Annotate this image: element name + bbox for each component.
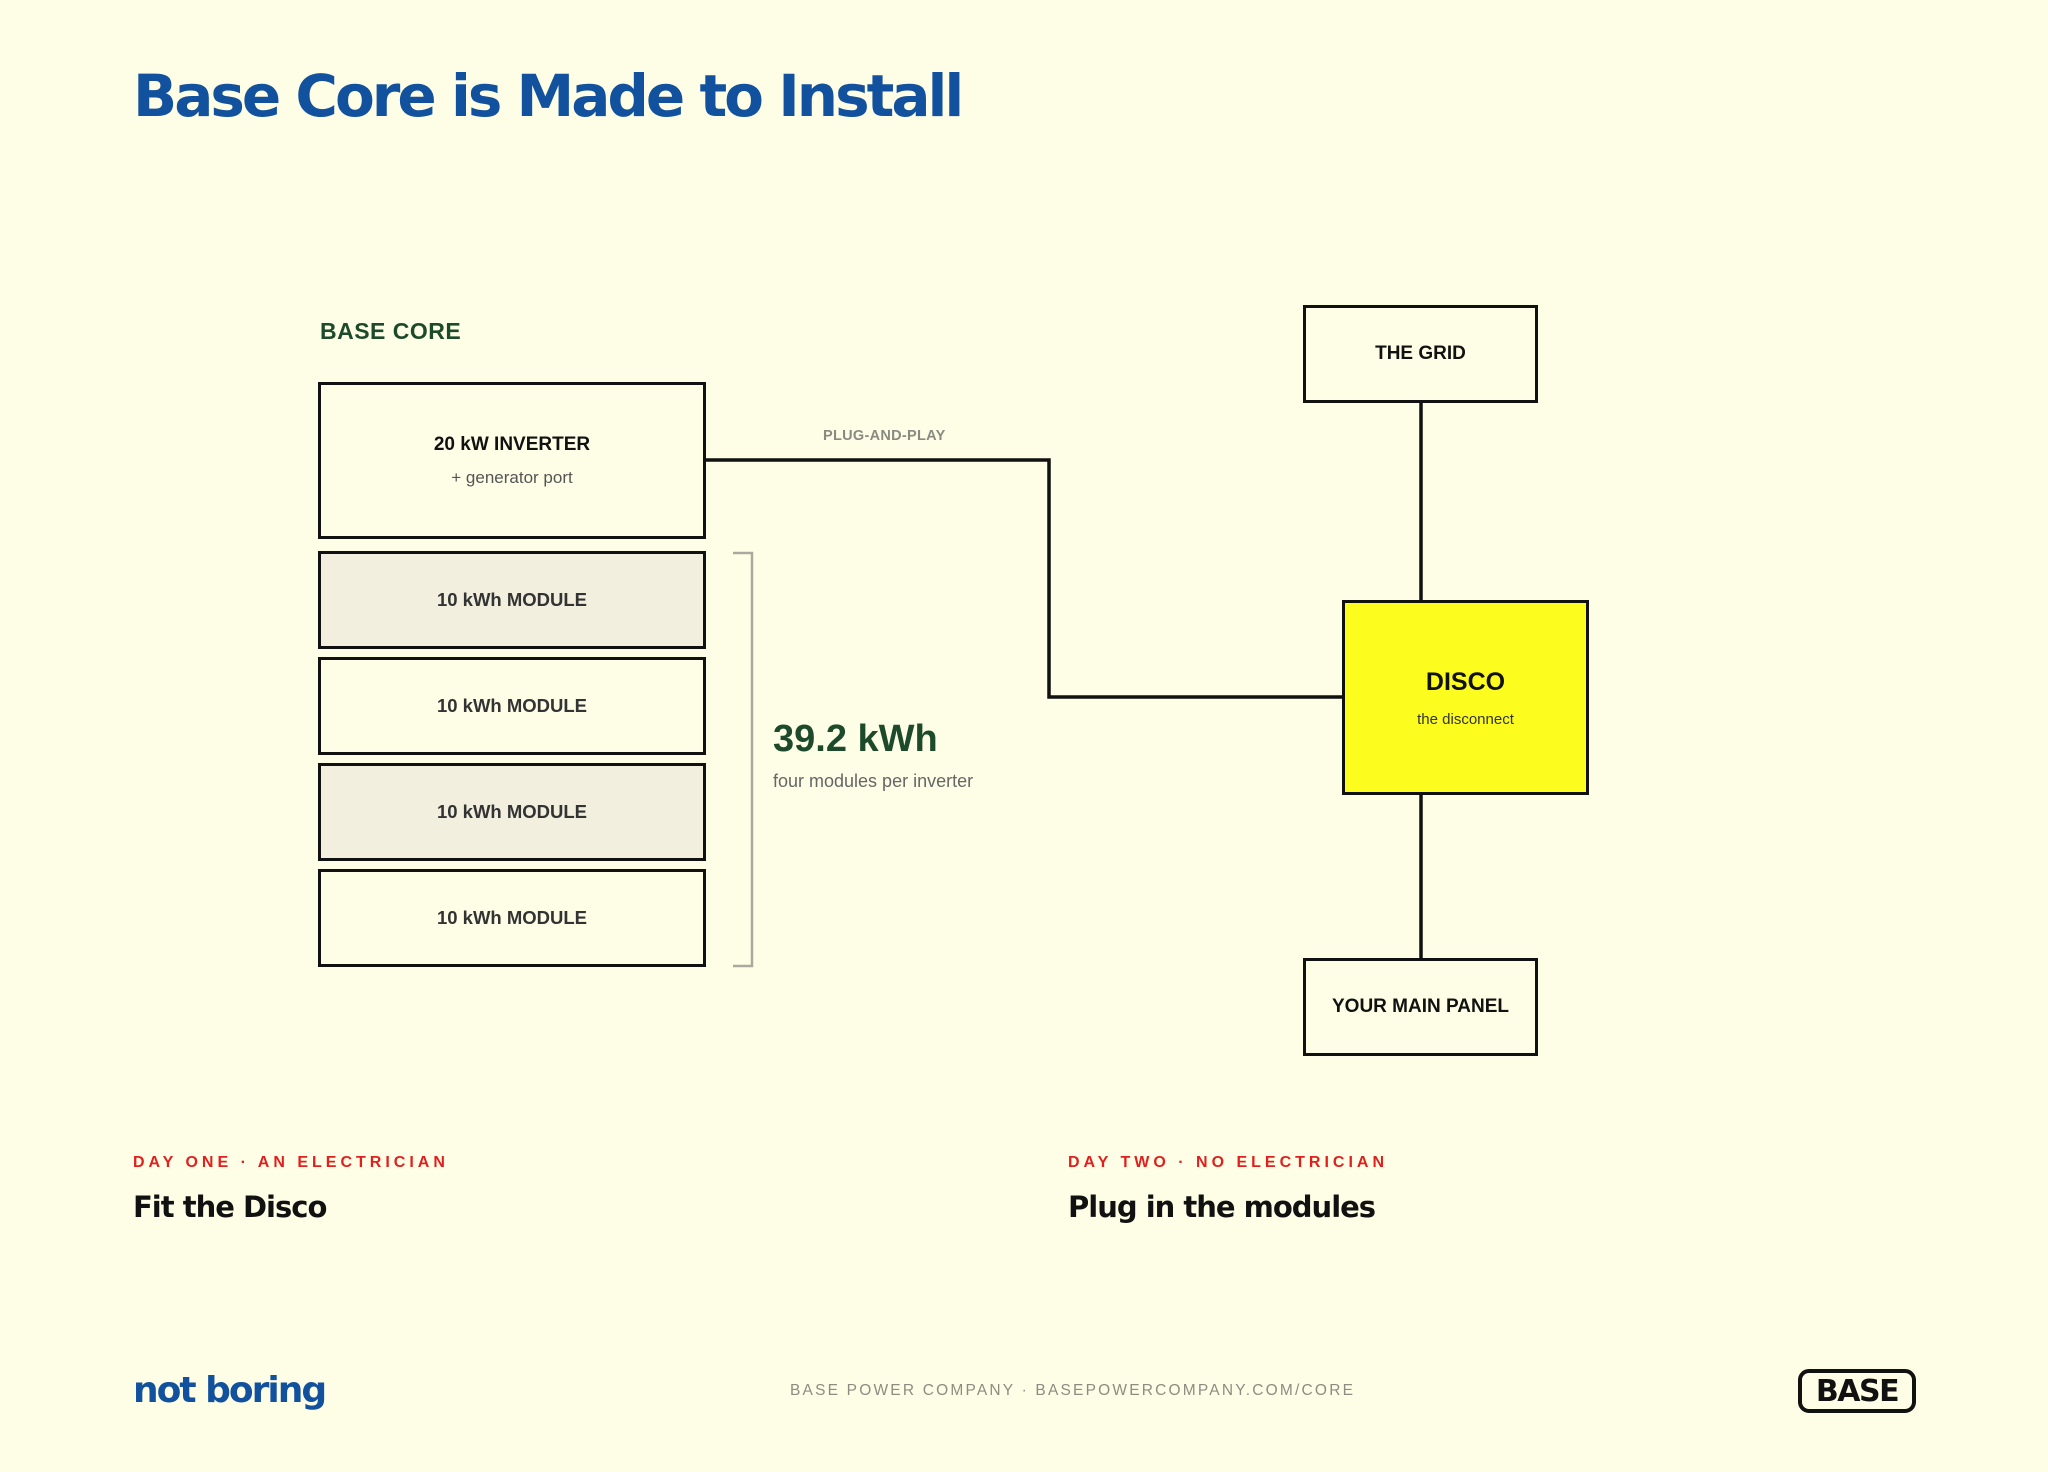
main-panel-label: YOUR MAIN PANEL — [1332, 996, 1509, 1017]
page-title: Base Core is Made to Install — [133, 62, 964, 130]
modules-bracket — [733, 551, 754, 968]
disco-sub: the disconnect — [1417, 710, 1514, 728]
module-label: 10 kWh MODULE — [436, 589, 588, 610]
footer-credit: BASE POWER COMPANY · BASEPOWERCOMPANY.CO… — [790, 1382, 1356, 1399]
step-one-title: Fit the Disco — [133, 1190, 327, 1224]
module-label: 10 kWh MODULE — [436, 907, 588, 928]
step-two-title: Plug in the modules — [1068, 1190, 1376, 1224]
disco-label: DISCO — [1425, 667, 1506, 696]
module-box: 10 kWh MODULE — [318, 869, 706, 967]
disco-box: DISCO the disconnect — [1342, 600, 1589, 795]
grid-box: THE GRID — [1303, 305, 1538, 403]
module-box: 10 kWh MODULE — [318, 763, 706, 861]
grid-label: THE GRID — [1375, 343, 1466, 364]
inverter-label: 20 kW INVERTER — [433, 433, 591, 455]
not-boring-logo: not boring — [133, 1370, 327, 1411]
module-box: 10 kWh MODULE — [318, 551, 706, 649]
module-box: 10 kWh MODULE — [318, 657, 706, 755]
base-core-label: BASE CORE — [320, 318, 462, 344]
module-label: 10 kWh MODULE — [436, 801, 588, 822]
plug-and-play-wire — [703, 458, 1343, 699]
main-panel-box: YOUR MAIN PANEL — [1303, 958, 1538, 1056]
base-logo: BASE — [1798, 1369, 1916, 1413]
module-label: 10 kWh MODULE — [436, 695, 588, 716]
inverter-box: 20 kW INVERTER + generator port — [318, 382, 706, 539]
step-one-tag: DAY ONE · AN ELECTRICIAN — [133, 1154, 449, 1171]
capacity-value: 39.2 kWh — [773, 718, 938, 760]
capacity-sub: four modules per inverter — [773, 771, 974, 791]
plug-and-play-label: PLUG-AND-PLAY — [823, 428, 946, 444]
inverter-sub: + generator port — [451, 467, 573, 487]
step-two-tag: DAY TWO · NO ELECTRICIAN — [1068, 1154, 1389, 1171]
